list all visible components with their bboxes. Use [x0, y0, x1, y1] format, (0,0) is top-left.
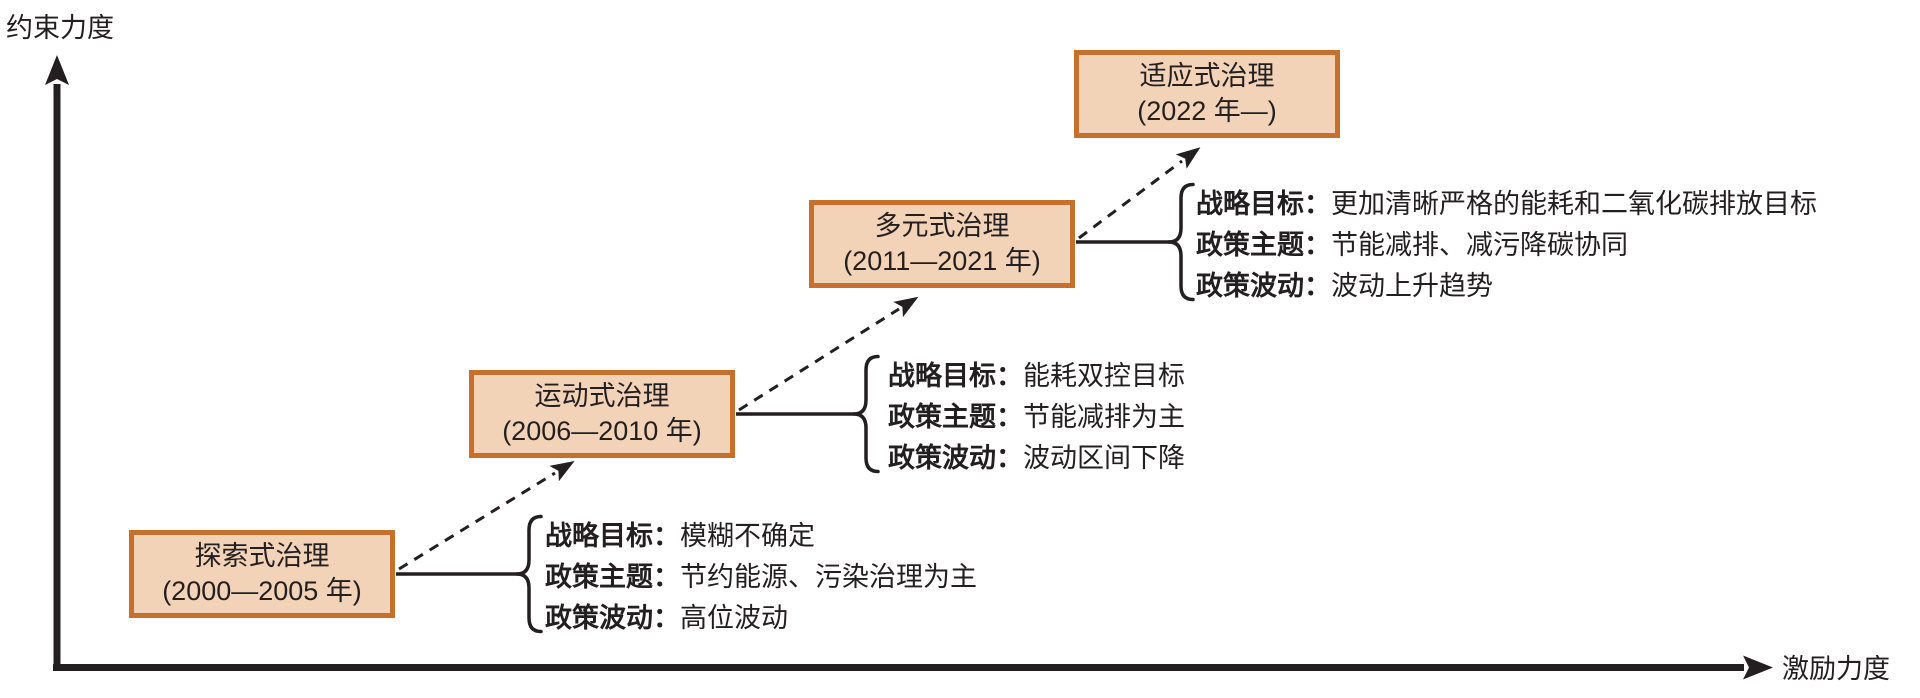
x-axis-label: 激励力度	[1782, 654, 1890, 684]
annotation-row: 战略目标： 更加清晰严格的能耗和二氧化碳排放目标	[1196, 181, 1817, 222]
stage-period: (2022 年—)	[1137, 96, 1277, 126]
annotation-label: 战略目标：	[545, 520, 680, 551]
annotation-value: 波动区间下降	[1023, 442, 1185, 473]
stage-period: (2006—2010 年)	[502, 416, 702, 446]
brace-stage2	[852, 354, 880, 474]
annotation-value: 高位波动	[680, 602, 788, 633]
stage-period: (2000—2005 年)	[162, 576, 362, 606]
brace-stage3	[1167, 182, 1195, 302]
annotation-label: 政策波动：	[545, 602, 680, 633]
annotation-label: 战略目标：	[888, 360, 1023, 391]
annotation-row: 战略目标： 模糊不确定	[545, 513, 977, 554]
stage-box-campaign: 运动式治理 (2006—2010 年)	[469, 370, 735, 458]
dashed-arrow-stage3-to-stage4	[1078, 147, 1201, 240]
annotation-row: 政策主题： 节能减排为主	[888, 394, 1185, 435]
annotation-row: 政策波动： 波动区间下降	[888, 435, 1185, 476]
annotation-value: 节能减排为主	[1023, 401, 1185, 432]
dashed-arrow-stage2-to-stage3	[738, 296, 919, 412]
annotation-value: 能耗双控目标	[1023, 360, 1185, 391]
annotation-label: 政策波动：	[888, 442, 1023, 473]
stage-period: (2011—2021 年)	[843, 246, 1041, 276]
stage-box-adaptive: 适应式治理 (2022 年—)	[1074, 50, 1340, 138]
annotation-row: 战略目标： 能耗双控目标	[888, 353, 1185, 394]
stage-box-exploratory: 探索式治理 (2000—2005 年)	[129, 530, 395, 618]
annotation-block-exploratory: 战略目标： 模糊不确定 政策主题： 节约能源、污染治理为主 政策波动： 高位波动	[545, 513, 977, 636]
brace-stage1	[515, 514, 543, 634]
annotation-value: 节约能源、污染治理为主	[680, 561, 977, 592]
y-axis-label: 约束力度	[6, 13, 114, 43]
annotation-block-pluralistic: 战略目标： 更加清晰严格的能耗和二氧化碳排放目标 政策主题： 节能减排、减污降碳…	[1196, 181, 1817, 304]
annotation-row: 政策主题： 节约能源、污染治理为主	[545, 554, 977, 595]
annotation-value: 模糊不确定	[680, 520, 815, 551]
annotation-row: 政策波动： 高位波动	[545, 595, 977, 636]
stage-box-pluralistic: 多元式治理 (2011—2021 年)	[809, 200, 1075, 288]
stage-title: 运动式治理	[534, 381, 670, 412]
annotation-value: 更加清晰严格的能耗和二氧化碳排放目标	[1331, 188, 1817, 219]
dashed-arrow-stage1-to-stage2	[398, 460, 575, 571]
annotation-label: 政策波动：	[1196, 270, 1331, 301]
annotation-label: 政策主题：	[1196, 229, 1331, 260]
annotation-label: 政策主题：	[545, 561, 680, 592]
annotation-label: 战略目标：	[1196, 188, 1331, 219]
stage-title: 适应式治理	[1139, 61, 1275, 92]
annotation-value: 波动上升趋势	[1331, 270, 1493, 301]
annotation-row: 政策主题： 节能减排、减污降碳协同	[1196, 222, 1817, 263]
annotation-row: 政策波动： 波动上升趋势	[1196, 263, 1817, 304]
stage-title: 多元式治理	[874, 211, 1010, 242]
annotation-block-campaign: 战略目标： 能耗双控目标 政策主题： 节能减排为主 政策波动： 波动区间下降	[888, 353, 1185, 476]
annotation-label: 政策主题：	[888, 401, 1023, 432]
annotation-value: 节能减排、减污降碳协同	[1331, 229, 1628, 260]
stage-title: 探索式治理	[194, 541, 330, 572]
